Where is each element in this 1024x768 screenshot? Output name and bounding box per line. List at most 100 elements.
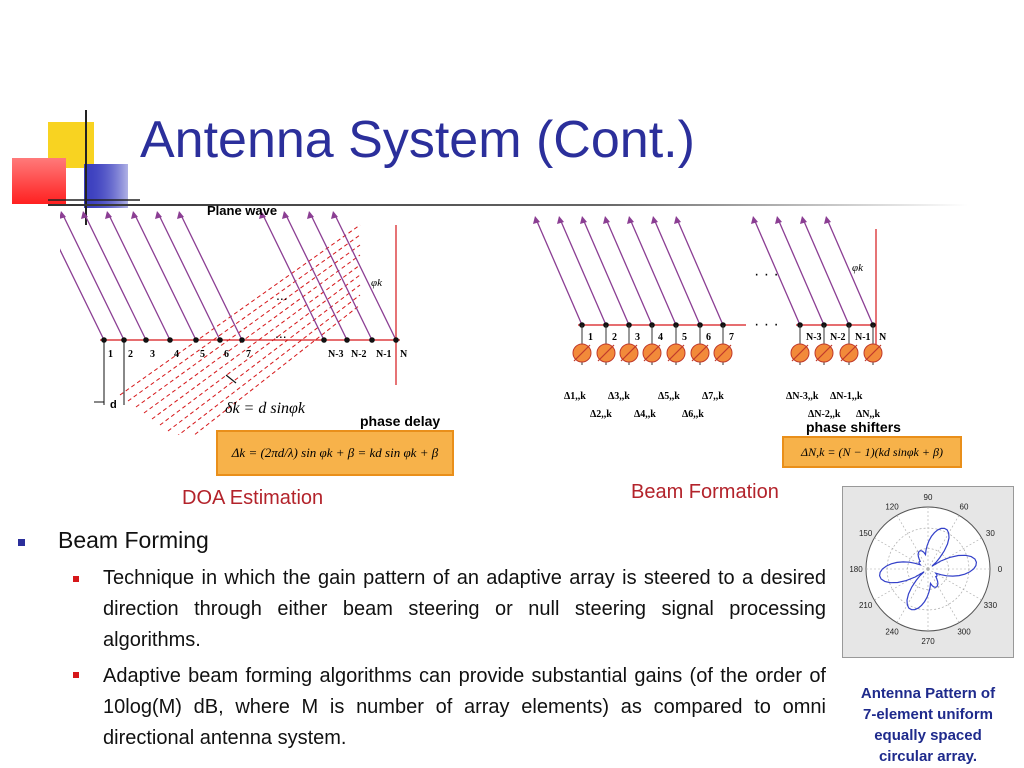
page-title: Antenna System (Cont.) bbox=[140, 111, 695, 169]
phase-shifter-slash bbox=[691, 344, 709, 362]
emitted-ray bbox=[629, 218, 677, 326]
ray-arrowhead bbox=[282, 211, 289, 219]
emitted-ray bbox=[777, 218, 825, 326]
ray-arrowhead bbox=[259, 211, 266, 219]
bullet-marker bbox=[18, 536, 28, 546]
emitted-ray bbox=[605, 218, 653, 326]
phase-shifter-slash bbox=[643, 344, 661, 362]
incident-ray bbox=[83, 212, 147, 341]
ray-arrowhead bbox=[651, 216, 658, 224]
wavefront-line bbox=[183, 304, 361, 444]
element-label: N-2 bbox=[351, 349, 367, 360]
logo-blocks bbox=[12, 110, 140, 225]
element-label: 6 bbox=[224, 349, 229, 360]
phase-delta-label: Δ5,,k bbox=[658, 391, 680, 402]
element-label: 5 bbox=[682, 332, 687, 343]
polar-angle-label: 240 bbox=[885, 627, 899, 636]
bullet-sub-1: Technique in which the gain pattern of a… bbox=[103, 567, 826, 651]
polar-caption: Antenna Pattern of 7-element uniform equ… bbox=[840, 683, 1016, 767]
phase-delta-label: Δ1,,k bbox=[564, 391, 586, 402]
ray-arrowhead bbox=[105, 211, 112, 219]
ray-arrowhead bbox=[775, 216, 782, 224]
array-element bbox=[369, 337, 375, 343]
phase-delta-label: Δ2,,k bbox=[590, 409, 612, 420]
element-label: 3 bbox=[635, 332, 640, 343]
polar-caption-line: 7-element uniform bbox=[862, 706, 994, 723]
element-label: 4 bbox=[658, 332, 663, 343]
bullet-marker bbox=[73, 570, 79, 582]
element-label: N-1 bbox=[855, 332, 871, 343]
phase-delta-label: ΔN-1,,k bbox=[830, 391, 863, 402]
ray-arrowhead bbox=[580, 216, 587, 224]
emitted-ray bbox=[676, 218, 724, 326]
bullet-marker bbox=[73, 666, 79, 678]
incident-ray bbox=[179, 212, 243, 341]
spacing-label: d bbox=[110, 399, 117, 411]
phase-shifter-slash bbox=[667, 344, 685, 362]
incident-ray bbox=[61, 212, 125, 341]
antenna-pattern-curve bbox=[878, 527, 978, 611]
polar-angle-label: 330 bbox=[984, 601, 998, 610]
phase-shifter-slash bbox=[815, 344, 833, 362]
element-label: N-3 bbox=[328, 349, 344, 360]
array-element bbox=[393, 337, 399, 343]
ray-arrowhead bbox=[177, 211, 184, 219]
element-label: 1 bbox=[108, 349, 113, 360]
element-label: 1 bbox=[588, 332, 593, 343]
phase-shifter-slash bbox=[791, 344, 809, 362]
ray-arrowhead bbox=[81, 211, 88, 219]
emitted-ray bbox=[582, 218, 630, 326]
angle-label: φk bbox=[852, 262, 864, 274]
ray-arrowhead bbox=[603, 216, 610, 224]
array-element bbox=[217, 337, 223, 343]
phase-shifter-slash bbox=[620, 344, 638, 362]
wavefront-line bbox=[143, 254, 361, 414]
polar-angle-label: 270 bbox=[921, 637, 935, 646]
incident-ray bbox=[41, 212, 105, 341]
wavefront-line bbox=[167, 284, 361, 432]
array-element bbox=[143, 337, 149, 343]
incident-ray bbox=[309, 212, 373, 341]
ray-arrowhead bbox=[674, 216, 681, 224]
phase-delta-label: Δ3,,k bbox=[608, 391, 630, 402]
array-element bbox=[344, 337, 350, 343]
element-label: 2 bbox=[612, 332, 617, 343]
element-label: N-3 bbox=[806, 332, 822, 343]
doa-caption: DOA Estimation bbox=[182, 487, 324, 509]
incident-ray bbox=[284, 212, 348, 341]
element-label: N-2 bbox=[830, 332, 846, 343]
incident-ray bbox=[133, 212, 197, 341]
ray-arrowhead bbox=[307, 211, 314, 219]
emitted-ray bbox=[653, 218, 701, 326]
phase-shifter-slash bbox=[573, 344, 591, 362]
element-label: N-1 bbox=[376, 349, 392, 360]
element-label: 7 bbox=[729, 332, 734, 343]
emitted-ray bbox=[826, 218, 874, 326]
emitted-ray bbox=[559, 218, 607, 326]
incident-ray bbox=[157, 212, 221, 341]
array-element bbox=[193, 337, 199, 343]
emitted-ray bbox=[802, 218, 850, 326]
phase-shifter-slash bbox=[714, 344, 732, 362]
wavefront-line bbox=[135, 244, 361, 408]
array-element bbox=[321, 337, 327, 343]
phase-delta-label: ΔN-3,,k bbox=[786, 391, 819, 402]
phase-shifter-slash bbox=[597, 344, 615, 362]
phase-shifter-slash bbox=[840, 344, 858, 362]
title-divider bbox=[48, 204, 968, 206]
ellipsis: ... bbox=[276, 287, 288, 303]
angle-label: φk bbox=[371, 277, 383, 289]
ray-arrowhead bbox=[751, 216, 758, 224]
phase-shifter-slash bbox=[864, 344, 882, 362]
ray-arrowhead bbox=[800, 216, 807, 224]
element-label: 6 bbox=[706, 332, 711, 343]
array-element bbox=[239, 337, 245, 343]
polar-angle-label: 300 bbox=[957, 627, 971, 636]
wavefront-line bbox=[127, 234, 361, 402]
bullet-main: Beam Forming bbox=[58, 527, 209, 553]
ellipsis: · · · bbox=[754, 316, 779, 333]
